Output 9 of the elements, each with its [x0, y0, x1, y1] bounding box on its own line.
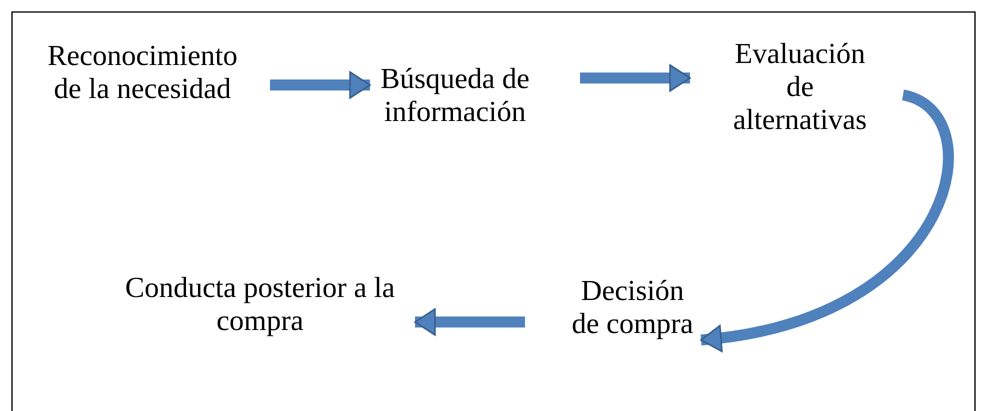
- step-label: Evaluación de alternativas: [732, 38, 868, 137]
- block-arrow: [270, 71, 371, 99]
- step-label: Reconocimiento de la necesidad: [46, 40, 239, 106]
- block-arrow: [580, 64, 691, 92]
- curved-arrow: [700, 90, 954, 351]
- block-arrow: [414, 308, 525, 336]
- step-label: Decisión de compra: [570, 274, 694, 340]
- step-label: Búsqueda de información: [380, 62, 530, 128]
- step-label: Conducta posterior a la compra: [124, 272, 396, 338]
